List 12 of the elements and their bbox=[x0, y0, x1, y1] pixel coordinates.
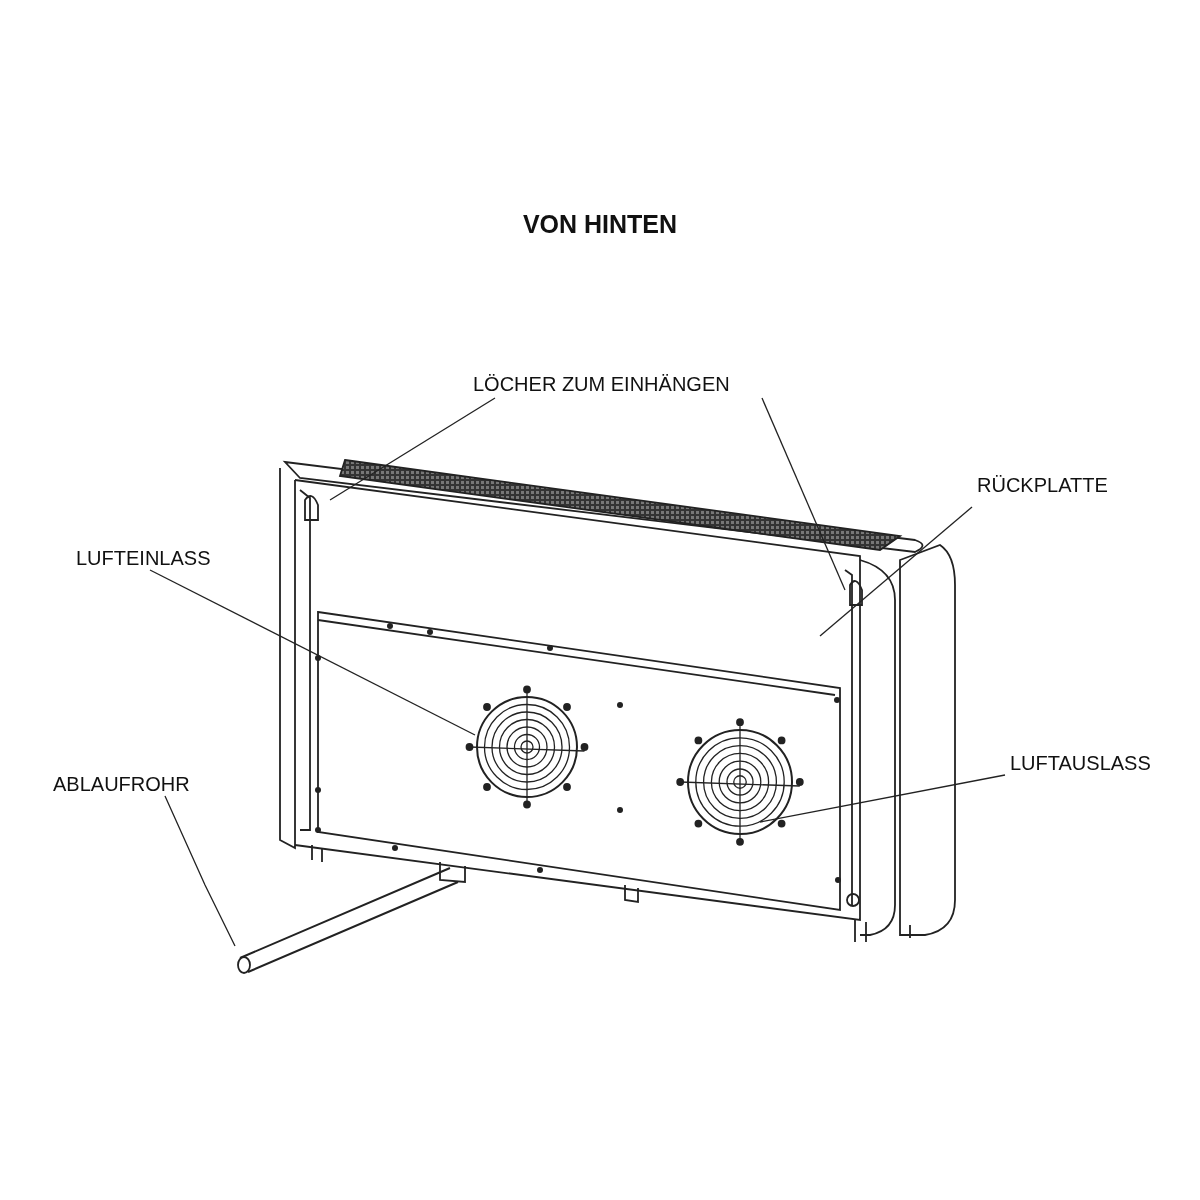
leader-line bbox=[759, 774, 1006, 823]
part-label: LUFTAUSLASS bbox=[1010, 751, 1151, 775]
leader-line bbox=[329, 397, 496, 501]
leader-line bbox=[149, 569, 476, 736]
part-label: ABLAUFROHR bbox=[53, 772, 190, 796]
leader-line bbox=[819, 506, 973, 637]
title: VON HINTEN bbox=[521, 210, 679, 239]
part-label: LÖCHER ZUM EINHÄNGEN bbox=[473, 372, 730, 396]
part-label: RÜCKPLATTE bbox=[977, 473, 1108, 497]
part-label: LUFTEINLASS bbox=[76, 546, 211, 570]
leader-line bbox=[761, 397, 846, 591]
leader-line bbox=[164, 795, 236, 947]
